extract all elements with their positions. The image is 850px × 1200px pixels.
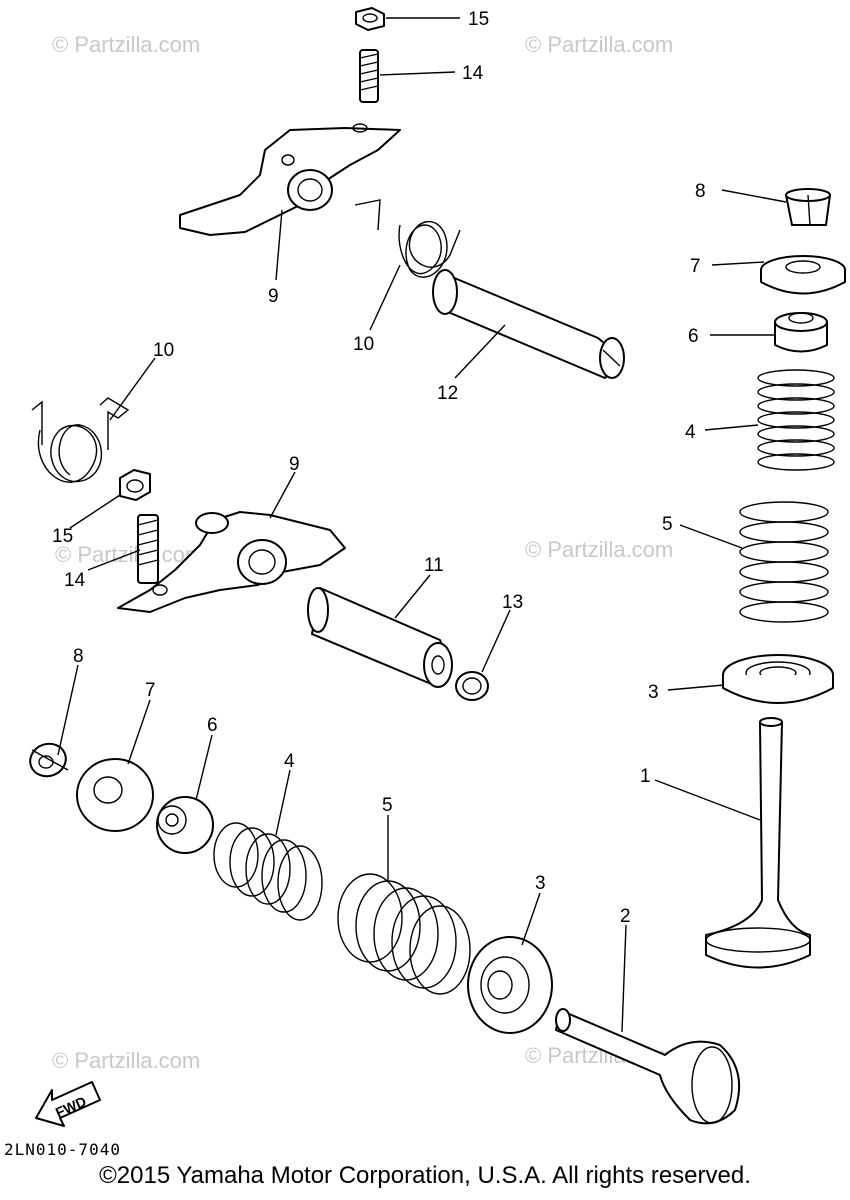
- callout-14: 14: [462, 63, 484, 84]
- o-ring-13: [455, 671, 489, 701]
- callout-12: 12: [437, 383, 458, 404]
- callout-11: 11: [424, 555, 444, 576]
- inner-spring-4-right: [757, 369, 835, 471]
- seal-6-bottom: [156, 796, 214, 854]
- callout-7: 7: [690, 256, 701, 277]
- valve-1: [705, 717, 811, 969]
- collet-8-bottom: [29, 742, 69, 778]
- callout-8: 8: [73, 646, 84, 667]
- screw-14-top: [359, 49, 379, 103]
- retainer-7-bottom: [76, 758, 154, 832]
- callout-3: 3: [535, 873, 546, 894]
- torsion-spring-10-top: [354, 199, 461, 278]
- callout-13: 13: [502, 592, 523, 613]
- callout-4: 4: [284, 751, 295, 772]
- retainer-7-right: [760, 255, 846, 295]
- watermark-text: © Partzilla.com: [525, 32, 673, 57]
- callout-5: 5: [662, 514, 673, 535]
- nut-15-top: [355, 7, 385, 31]
- torsion-spring-10-left: [31, 397, 130, 483]
- outer-spring-5-right: [739, 501, 829, 623]
- nut-15-left: [119, 469, 151, 501]
- spring-seat-3-bottom: [467, 936, 553, 1034]
- callout-6: 6: [688, 326, 699, 347]
- screw-14-left: [137, 514, 159, 584]
- callout-15: 15: [468, 9, 489, 30]
- callout-9: 9: [289, 454, 300, 475]
- callout-5: 5: [382, 795, 393, 816]
- leader-lines: [57, 17, 787, 1033]
- callout-10: 10: [353, 334, 374, 355]
- callout-14: 14: [64, 570, 86, 591]
- copyright-notice: ©2015 Yamaha Motor Corporation, U.S.A. A…: [99, 1162, 751, 1189]
- diagram-code: 2LN010-7040: [4, 1140, 121, 1159]
- rocker-shaft-11: [307, 587, 453, 688]
- rocker-arm-9-left: [117, 511, 346, 613]
- outer-spring-5-bottom: [337, 873, 471, 995]
- callout-6: 6: [207, 715, 218, 736]
- spring-seat-3-right: [722, 654, 834, 704]
- watermark-text: © Partzilla.com: [525, 537, 673, 562]
- callout-10: 10: [153, 340, 174, 361]
- rocker-arm-9-top: [179, 123, 401, 236]
- seal-6-right: [774, 312, 828, 353]
- valve-2: [555, 1008, 741, 1125]
- callout-2: 2: [620, 906, 631, 927]
- callout-15: 15: [52, 526, 73, 547]
- callout-7: 7: [145, 680, 156, 701]
- watermark-text: © Partzilla.com: [52, 32, 200, 57]
- watermark-text: © Partzilla.com: [52, 1048, 200, 1073]
- callout-9: 9: [268, 286, 279, 307]
- collet-8-right: [785, 188, 831, 226]
- callout-3: 3: [648, 682, 659, 703]
- callout-8: 8: [695, 181, 706, 202]
- inner-spring-4-bottom: [213, 822, 323, 921]
- callout-4: 4: [685, 422, 696, 443]
- callouts: 15 14 9 10 12 8 7 6 4 5 3 1 10 9 15 14 1…: [52, 9, 706, 927]
- rocker-shaft-12: [432, 269, 625, 379]
- callout-1: 1: [640, 766, 651, 787]
- fwd-arrow-icon: FWD: [35, 1081, 101, 1127]
